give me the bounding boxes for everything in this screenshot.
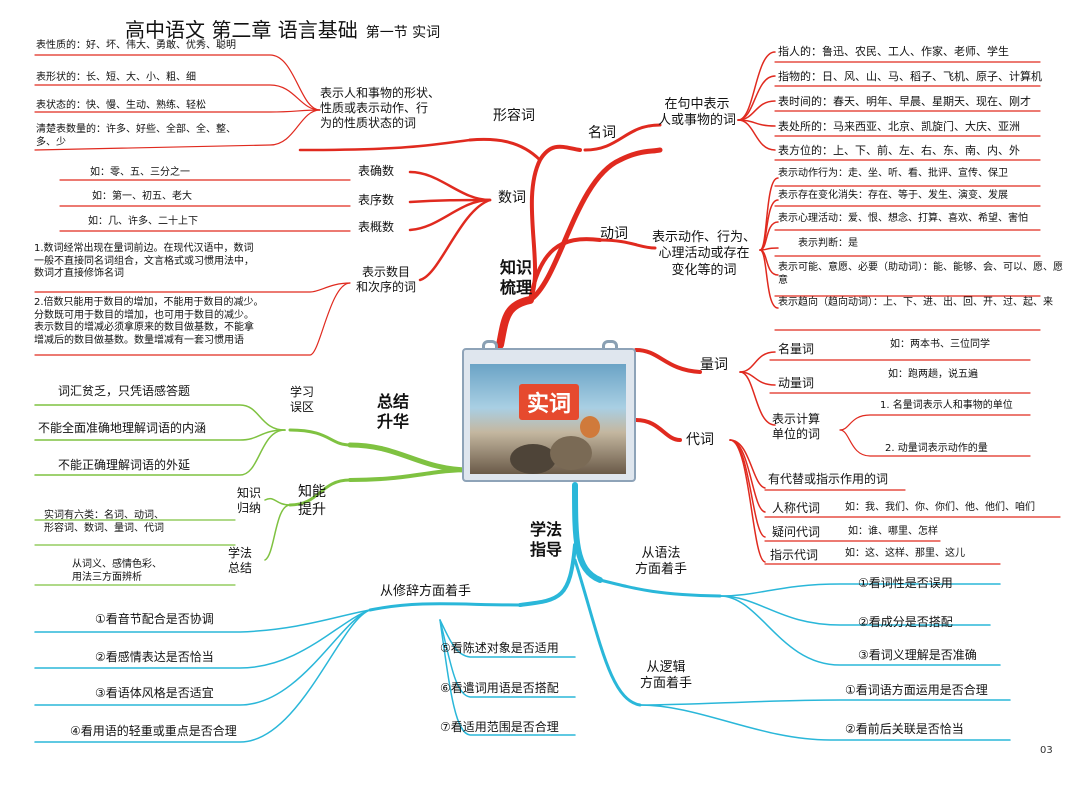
center-card: 实词 bbox=[462, 340, 636, 482]
numeral-key: 表序数 bbox=[358, 193, 395, 207]
noun-item: 表处所的：马来西亚、北京、凯旋门、大庆、亚洲 bbox=[778, 120, 1020, 133]
measure-key: 名量词 bbox=[778, 342, 815, 356]
method-xiuci-item: ⑥看遣词用语是否搭配 bbox=[440, 681, 559, 695]
topic-zongjie: 总结 升华 bbox=[377, 392, 410, 431]
adj-item: 表状态的：快、慢、生动、熟练、轻松 bbox=[36, 100, 206, 111]
method-luoji-item: ②看前后关联是否恰当 bbox=[845, 722, 964, 736]
summary-guina: 知识 归纳 bbox=[237, 486, 262, 515]
summary-wuqu-item: 不能全面准确地理解词语的内涵 bbox=[38, 421, 207, 435]
numeral-value: 如：第一、初五、老大 bbox=[92, 191, 192, 202]
verb-item: 表示动作行为：走、坐、听、看、批评、宣传、保卫 bbox=[778, 168, 1008, 179]
summary-wuqu-item: 词汇贫乏，只凭语感答题 bbox=[58, 384, 191, 398]
pronoun-value: 如：我、我们、你、你们、他、他们、咱们 bbox=[845, 502, 1035, 513]
method-yufa: 从语法 方面着手 bbox=[635, 546, 688, 578]
pronoun-key: 疑问代词 bbox=[772, 525, 821, 539]
measure-value: 如：跑两趟，说五遍 bbox=[888, 369, 978, 380]
method-yufa-item: ①看词性是否误用 bbox=[858, 576, 953, 590]
adj-desc: 表示人和事物的形状、 性质或表示动作、行 为的性质状态的词 bbox=[320, 86, 441, 130]
method-yufa-item: ③看词义理解是否准确 bbox=[858, 648, 977, 662]
noun-item: 表方位的：上、下、前、左、右、东、南、内、外 bbox=[778, 144, 1020, 157]
adj-label: 形容词 bbox=[493, 108, 535, 124]
summary-zongjie: 学法 总结 bbox=[228, 546, 253, 575]
verb-item: 表示趋向（趋向动词）：上、下、进、出、回、开、过、起、来 bbox=[778, 297, 1053, 308]
topic-zhishi: 知识 梳理 bbox=[500, 258, 533, 297]
method-luoji: 从逻辑 方面着手 bbox=[640, 660, 693, 692]
measure-key: 动量词 bbox=[778, 376, 815, 390]
pronoun-value: 如：这、这样、那里、这儿 bbox=[845, 548, 965, 559]
noun-item: 指人的：鲁迅、农民、工人、作家、老师、学生 bbox=[778, 45, 1009, 58]
page-number: 03 bbox=[1040, 745, 1053, 756]
summary-guina-text: 实词有六类：名词、动词、 形容词、数词、量词、代词 bbox=[44, 510, 164, 534]
method-xiuci-item: ④看用语的轻重或重点是否合理 bbox=[70, 724, 237, 738]
numeral-note: 2.倍数只能用于数目的增加，不能用于数目的减少。 分数既可用于数目的增加，也可用… bbox=[34, 297, 264, 346]
noun-item: 指物的：日、风、山、马、稻子、飞机、原子、计算机 bbox=[778, 70, 1042, 83]
pronoun-value: 如：谁、哪里、怎样 bbox=[848, 526, 938, 537]
adj-item: 表形状的：长、短、大、小、粗、细 bbox=[36, 72, 196, 83]
method-luoji-item: ①看词语方面运用是否合理 bbox=[845, 683, 988, 697]
measure-key: 表示计算 单位的词 bbox=[772, 412, 821, 441]
numeral-value: 如：几、许多、二十上下 bbox=[88, 216, 198, 227]
method-yufa-item: ②看成分是否搭配 bbox=[858, 615, 953, 629]
noun-label: 名词 bbox=[588, 125, 616, 141]
verb-desc: 表示动作、行为、 心理活动或存在 变化等的词 bbox=[652, 230, 757, 278]
summary-zongjie-text: 从词义、感情色彩、 用法三方面辨析 bbox=[72, 559, 162, 583]
verb-label: 动词 bbox=[600, 226, 628, 242]
numeral-label: 数词 bbox=[498, 190, 526, 206]
summary-wuqu: 学习 误区 bbox=[290, 385, 315, 414]
measure-label: 量词 bbox=[700, 357, 728, 373]
numeral-key: 表概数 bbox=[358, 220, 395, 234]
pronoun-label: 代词 bbox=[686, 432, 714, 448]
pronoun-key: 人称代词 bbox=[772, 501, 821, 515]
pronoun-key: 有代替或指示作用的词 bbox=[768, 472, 889, 486]
title-main: 高中语文 第二章 语言基础 bbox=[125, 18, 358, 42]
numeral-key: 表确数 bbox=[358, 164, 395, 178]
method-xiuci: 从修辞方面着手 bbox=[380, 584, 472, 599]
numeral-note: 1.数词经常出现在量词前边。在现代汉语中，数词 一般不直接同名词组合，文言格式或… bbox=[34, 243, 254, 279]
method-xiuci-item: ①看音节配合是否协调 bbox=[95, 612, 214, 626]
numeral-desc: 表示数目 和次序的词 bbox=[356, 265, 417, 294]
noun-desc: 在句中表示 人或事物的词 bbox=[658, 97, 737, 129]
adj-item: 表性质的：好、坏、伟大、勇敢、优秀、聪明 bbox=[36, 40, 236, 51]
method-xiuci-item: ③看语体风格是否适宜 bbox=[95, 686, 214, 700]
verb-item: 表示可能、意愿、必要（助动词）：能、能够、会、可以、愿、愿意 bbox=[778, 262, 1063, 286]
verb-item: 表示心理活动：爱、恨、想念、打算、喜欢、希望、害怕 bbox=[778, 213, 1028, 224]
verb-item: 表示判断：是 bbox=[798, 238, 858, 249]
title-sub: 第一节 实词 bbox=[365, 25, 441, 41]
measure-value: 1. 名量词表示人和事物的单位 bbox=[880, 400, 1013, 411]
method-xiuci-item: ⑦看适用范围是否合理 bbox=[440, 720, 559, 734]
pronoun-key: 指示代词 bbox=[770, 548, 819, 562]
center-label: 实词 bbox=[518, 384, 580, 420]
page-title: 高中语文 第二章 语言基础第一节 实词 bbox=[125, 14, 440, 43]
measure-value: 如：两本书、三位同学 bbox=[890, 339, 990, 350]
noun-item: 表时间的：春天、明年、早晨、星期天、现在、刚才 bbox=[778, 95, 1031, 108]
adj-item: 清楚表数量的：许多、好些、全部、全、整、 多、少 bbox=[36, 124, 236, 148]
method-xiuci-item: ②看感情表达是否恰当 bbox=[95, 650, 214, 664]
method-xiuci-item: ⑤看陈述对象是否适用 bbox=[440, 641, 559, 655]
summary-tisheng: 知能 提升 bbox=[298, 484, 326, 518]
summary-wuqu-item: 不能正确理解词语的外延 bbox=[58, 458, 191, 472]
verb-item: 表示存在变化消失：存在、等于、发生、演变、发展 bbox=[778, 190, 1008, 201]
measure-value: 2. 动量词表示动作的量 bbox=[885, 443, 988, 454]
numeral-value: 如：零、五、三分之一 bbox=[90, 167, 190, 178]
stone-shape bbox=[550, 436, 592, 470]
stone-shape bbox=[510, 444, 556, 474]
topic-xuefa: 学法 指导 bbox=[530, 520, 563, 559]
stone-shape bbox=[580, 416, 600, 438]
